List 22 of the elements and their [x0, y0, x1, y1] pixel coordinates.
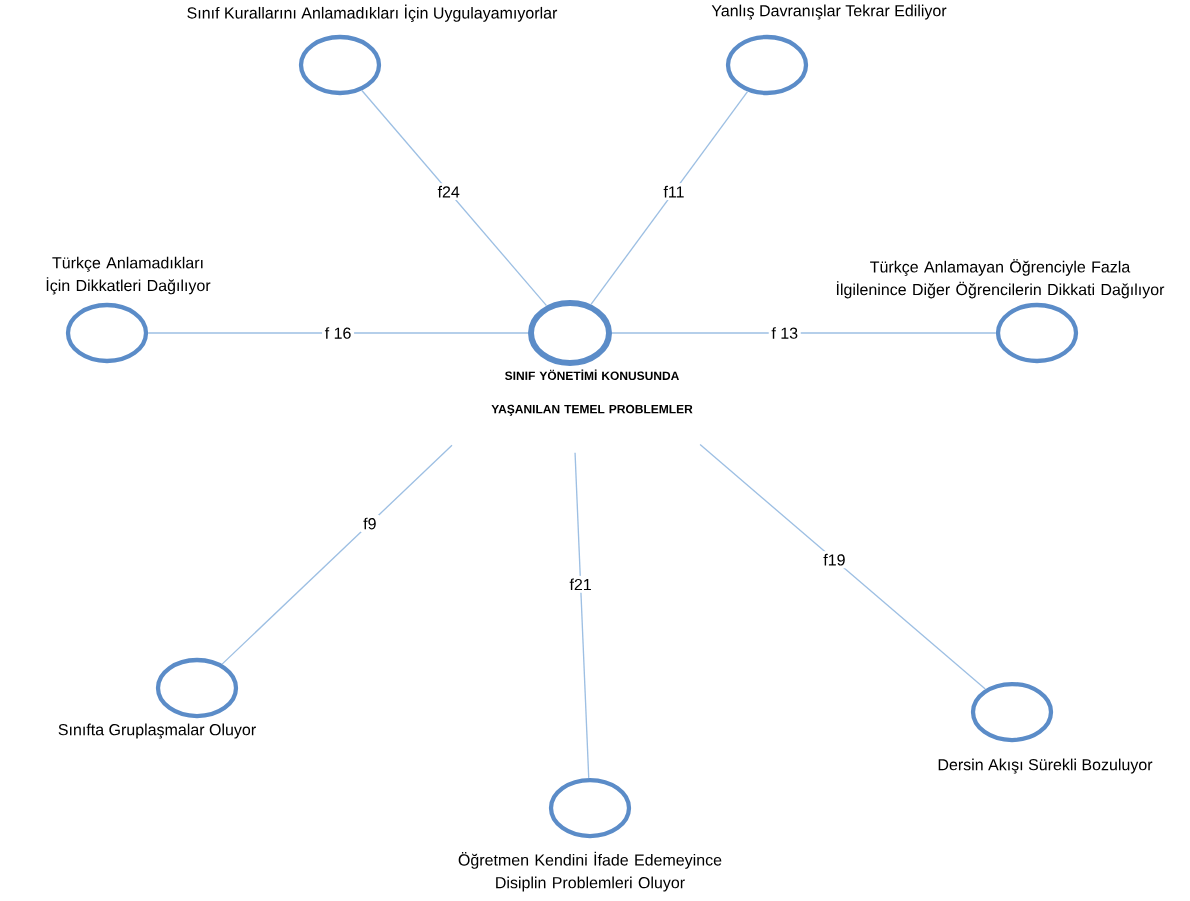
node-label: Öğretmen Kendini İfade Edemeyince Disiplin Problemleri Oluyor	[458, 851, 722, 892]
edge-label: f11	[660, 183, 688, 201]
node-label: SINIF YÖNETİMİ KONUSUNDA YAŞANILAN TEMEL PROBLEMLER	[491, 369, 693, 416]
edge-label: f9	[360, 515, 380, 533]
edge-label: f 13	[768, 324, 801, 342]
node-label: Dersin Akışı Sürekli Bozuluyor	[938, 758, 1153, 774]
node-label: Türkçe Anlamayan Öğrenciyle Fazla İlgilenince Diğer Öğrencilerin Dikkati Dağılıyor	[837, 259, 1165, 299]
connector-line	[574, 452, 590, 779]
connector-line	[147, 332, 529, 334]
node-label: Yanlış Davranışlar Tekrar Ediliyor	[711, 4, 947, 20]
connector-line	[590, 90, 749, 306]
edge-label: f19	[820, 551, 849, 569]
node-label: Sınıfta Gruplaşmalar Oluyor	[58, 723, 256, 739]
node-label: Sınıf Kurallarını Anlamadıkları İçin Uygulayamıyorlar	[187, 4, 558, 22]
connector-line	[611, 332, 997, 334]
node-label: Türkçe Anlamadıkları İçin Dikkatleri Dağılıyor	[46, 256, 211, 295]
edge-label: f21	[566, 575, 595, 593]
connector-line	[221, 444, 453, 665]
edge-label: f 16	[322, 324, 355, 342]
connector-line	[699, 443, 986, 690]
edge-label: f24	[434, 183, 463, 201]
connector-line	[361, 89, 548, 307]
